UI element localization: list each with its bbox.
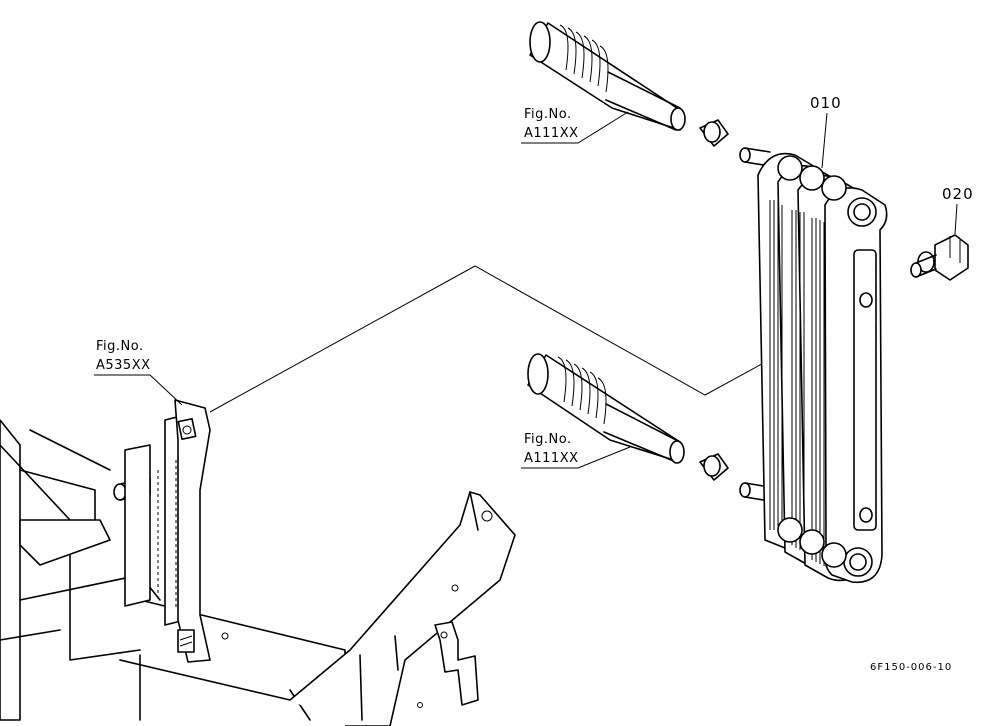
upper-hose-fig-label: Fig.No.	[524, 107, 572, 122]
drawing-code: 6F150-006-10	[870, 662, 952, 673]
oil-cooler-callout: 010	[810, 94, 842, 169]
lower-hose	[527, 353, 771, 502]
lower-hose-fig-code: A111XX	[524, 451, 579, 466]
fitting-callout: 020	[942, 185, 974, 235]
fitting	[910, 234, 969, 281]
bracket-fig-code: A535XX	[96, 358, 151, 373]
upper-hose-fig-code: A111XX	[524, 126, 579, 141]
frame-assembly	[0, 399, 516, 726]
fitting-part-number: 020	[942, 185, 974, 203]
bracket-fig-label: Fig.No.	[96, 339, 144, 354]
bracket-callout: Fig.No. A535XX	[94, 339, 183, 406]
lower-hose-fig-label: Fig.No.	[524, 432, 572, 447]
oil-cooler	[757, 152, 888, 584]
upper-hose-callout: Fig.No. A111XX	[521, 107, 629, 144]
oil-cooler-part-number: 010	[810, 94, 842, 112]
upper-hose	[529, 21, 771, 167]
lower-hose-callout: Fig.No. A111XX	[521, 432, 631, 469]
